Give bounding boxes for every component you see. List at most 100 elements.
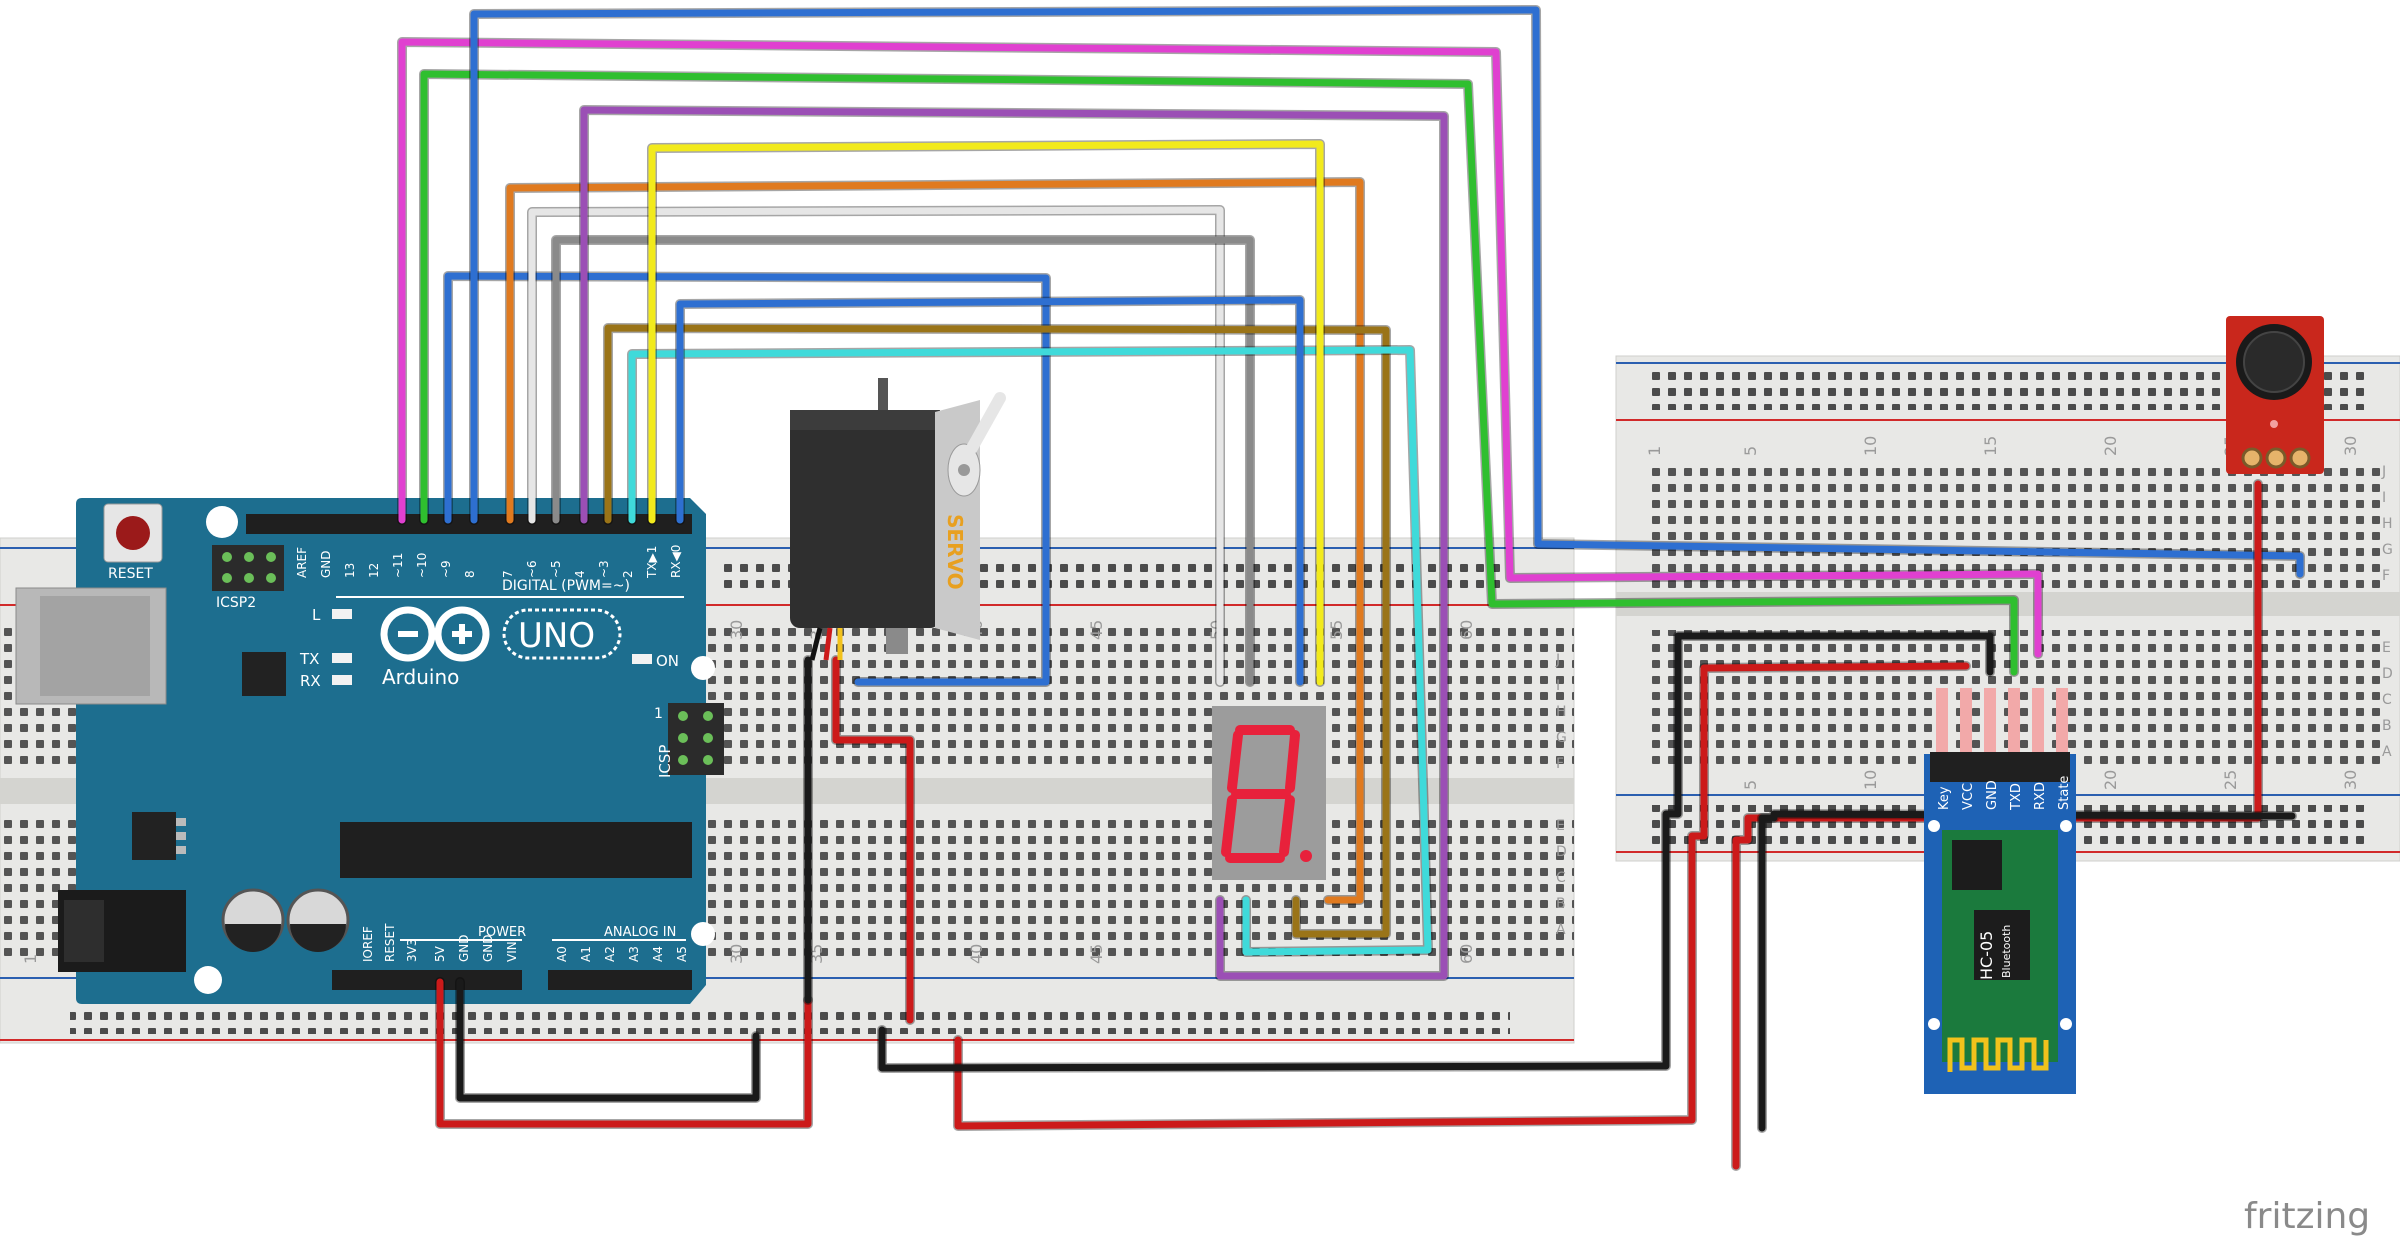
pin-label: ~9 [439, 560, 453, 578]
led-rx [332, 675, 352, 685]
wire-ground-black[interactable] [456, 978, 760, 1102]
row-letter: H [2382, 516, 2393, 532]
wire-d10-green[interactable] [420, 70, 2018, 676]
pin-label: A5 [675, 946, 689, 962]
wire-d11-magenta[interactable] [398, 38, 2042, 658]
row-letter: G [1556, 730, 1567, 746]
row-letter: D [1556, 844, 1567, 860]
pin-label: VCC [1961, 783, 1976, 810]
analog-label: ANALOG IN [604, 925, 676, 940]
pin-label: GND [1985, 780, 2000, 810]
pin-label: ~11 [391, 553, 405, 578]
digital-label: DIGITAL (PWM=~) [502, 578, 630, 594]
row-letter: A [1556, 922, 1566, 938]
icsp-header [668, 703, 724, 775]
row-letter: E [2382, 640, 2391, 656]
col-number: 30 [2341, 770, 2360, 790]
microphone-module [2226, 316, 2324, 474]
led-l [332, 609, 352, 619]
wire-d7-orange[interactable] [506, 178, 1364, 904]
col-number: 20 [2101, 770, 2120, 790]
pin-label: ~3 [597, 560, 611, 578]
pin-label: GND [319, 550, 333, 578]
row-letter: I [2382, 490, 2386, 506]
pin-label: 4 [573, 570, 587, 578]
pin-label: RXD [2033, 782, 2048, 810]
pin-label: 13 [343, 563, 357, 578]
wire-power-red[interactable] [832, 656, 914, 1024]
wire-d0-blue[interactable] [470, 6, 2304, 578]
pin-label: 3V3 [405, 939, 419, 962]
seven-segment-display [1212, 706, 1326, 880]
icsp2-header [212, 545, 284, 591]
col-number: 5 [1741, 780, 1760, 790]
col-number: 25 [2221, 770, 2240, 790]
row-letter: J [2381, 464, 2386, 480]
uno-badge [502, 608, 622, 660]
led-l-label: L [312, 606, 321, 624]
row-letter: J [1555, 652, 1560, 668]
pin-label: TX▶1 [645, 546, 659, 579]
hc05-subtitle: Bluetooth [2000, 925, 2013, 978]
pin-label: VIN [505, 941, 519, 962]
pin-label: 8 [463, 570, 477, 578]
reset-label: RESET [108, 566, 153, 582]
col-number: 35 [807, 944, 826, 964]
led-on [632, 654, 652, 664]
pin-label: A0 [555, 946, 569, 962]
wire-power-red[interactable] [436, 978, 812, 1128]
col-number: 5 [1741, 446, 1760, 456]
row-letter: F [2382, 568, 2390, 584]
wire-d6-white[interactable] [528, 206, 1224, 686]
reset-button[interactable] [103, 503, 163, 563]
row-letter: B [2382, 718, 2392, 734]
row-letter: F [1556, 756, 1564, 772]
wire-d9-blue[interactable] [444, 272, 1050, 686]
row-letter: C [2382, 692, 2392, 708]
led-rx-label: RX [300, 672, 321, 690]
wire-ground-black[interactable] [878, 632, 1994, 1072]
analog-header [548, 970, 692, 990]
icsp2-label: ICSP2 [216, 595, 256, 611]
col-number: 1 [1645, 446, 1664, 456]
atmega-chip [340, 822, 692, 878]
icsp-pin1-label: 1 [654, 706, 663, 722]
wire-d2-cyan[interactable] [628, 346, 1432, 956]
power-label: POWER [478, 925, 526, 940]
pin-label: RESET [383, 923, 397, 962]
wire-d3-brown[interactable] [604, 324, 1390, 938]
led-on-label: ON [656, 652, 679, 670]
col-number: 45 [1087, 944, 1106, 964]
col-number: 60 [1457, 944, 1476, 964]
col-number: 1 [21, 954, 40, 964]
arduino-brand: Arduino [382, 665, 459, 689]
uno-label: UNO [518, 616, 595, 656]
wire-power-red[interactable] [954, 662, 1970, 1130]
hc05-antenna [1947, 1037, 2049, 1072]
wire-d1-yellow[interactable] [648, 140, 1324, 686]
pin-label: RX◀0 [669, 545, 683, 578]
row-letter: D [2382, 666, 2393, 682]
power-header [332, 970, 522, 990]
pin-label: State [2057, 776, 2072, 810]
pin-label: GND [481, 934, 495, 962]
wire-d8-blue[interactable] [676, 296, 1304, 686]
led-tx-label: TX [299, 650, 319, 668]
pin-label: 2 [621, 570, 635, 578]
wire-d5-gray[interactable] [552, 236, 1254, 686]
wire-d4-purple[interactable] [580, 106, 1448, 980]
col-number: 30 [727, 620, 746, 640]
wire-power-red[interactable] [1732, 480, 2262, 1170]
pin-label: TXD [2009, 783, 2024, 811]
capacitor [221, 888, 285, 952]
row-letter: I [1556, 678, 1560, 694]
col-number: 60 [1457, 620, 1476, 640]
row-letter: G [2382, 542, 2393, 558]
led-tx [332, 653, 352, 663]
pin-label: 5V [433, 945, 447, 962]
